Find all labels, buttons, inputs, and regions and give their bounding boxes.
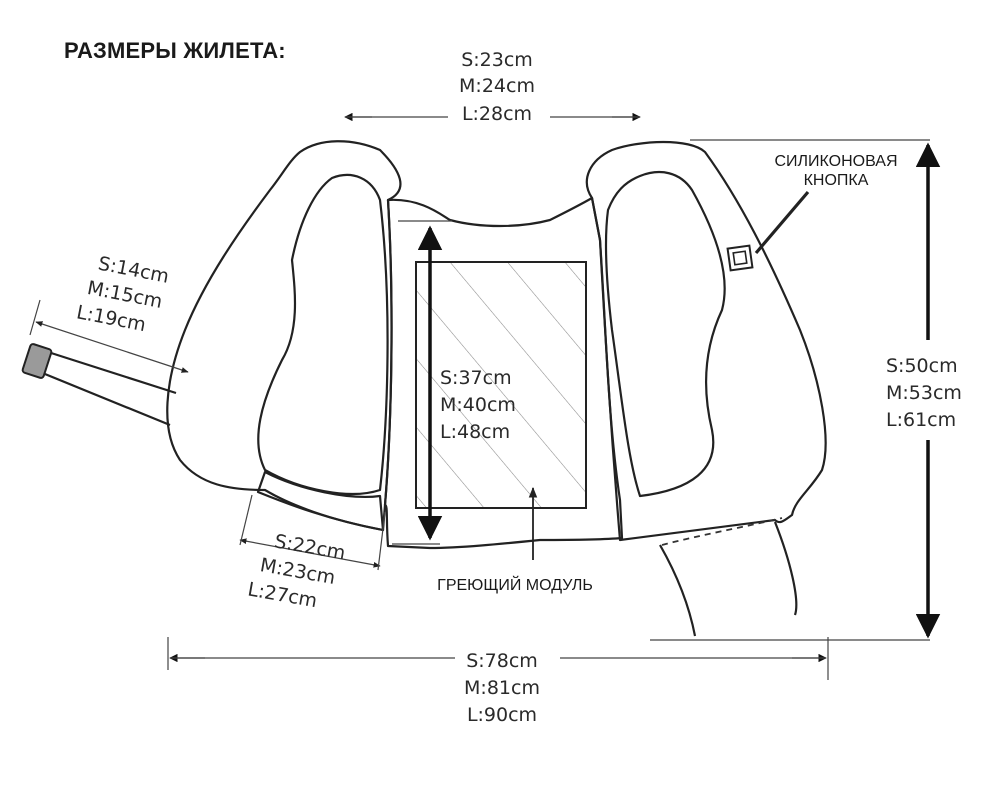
strap-buckle-icon [21,343,53,379]
module-size-m: M:40cm [440,394,516,416]
vest-right-inner-panel [604,171,726,498]
height-size-text: S:50cm M:53cm L:61cm [886,355,962,431]
button-label-line2: КНОПКА [804,172,869,189]
strap-size-text: S:14cm M:15cm L:19cm [75,253,171,337]
vest-right-flap [659,521,798,637]
height-size-l: L:61cm [886,409,956,431]
width-size-s: S:78cm [466,650,538,672]
button-pointer [754,190,810,255]
shoulder-size-m: M:24cm [459,75,535,97]
width-size-l: L:90cm [467,704,537,726]
vest-left-strap [38,350,177,427]
height-dimension [650,139,941,641]
height-size-s: S:50cm [886,355,958,377]
shoulder-size-s: S:23cm [461,49,533,71]
shoulder-size-text: S:23cm M:24cm L:28cm [459,49,535,125]
waistband-dimension [239,494,386,571]
width-size-text: S:78cm M:81cm L:90cm [464,650,540,726]
vest-flap-dashed-seam [661,517,783,546]
vest-left-shoulder [166,140,402,532]
height-size-m: M:53cm [886,382,962,404]
width-dimension [167,637,829,680]
module-size-s: S:37cm [440,367,512,389]
page-title: РАЗМЕРЫ ЖИЛЕТА: [64,38,286,63]
vest-left-waistband [256,470,385,532]
waistband-size-text: S:22cm M:23cm L:27cm [246,530,347,612]
button-label: СИЛИКОНОВАЯ КНОПКА [774,153,897,189]
heating-module-label: ГРЕЮЩИЙ МОДУЛЬ [437,575,593,594]
button-label-line1: СИЛИКОНОВАЯ [774,153,897,170]
shoulder-size-l: L:28cm [462,103,532,125]
width-size-m: M:81cm [464,677,540,699]
vest-right-shoulder [585,140,827,542]
module-size-text: S:37cm M:40cm L:48cm [440,367,516,443]
heating-module [415,261,587,509]
silicone-button-icon [726,244,754,272]
module-size-l: L:48cm [440,421,510,443]
strap-dimension [29,299,189,373]
module-dimension [392,220,452,545]
vest-left-inner-panel [257,173,389,496]
